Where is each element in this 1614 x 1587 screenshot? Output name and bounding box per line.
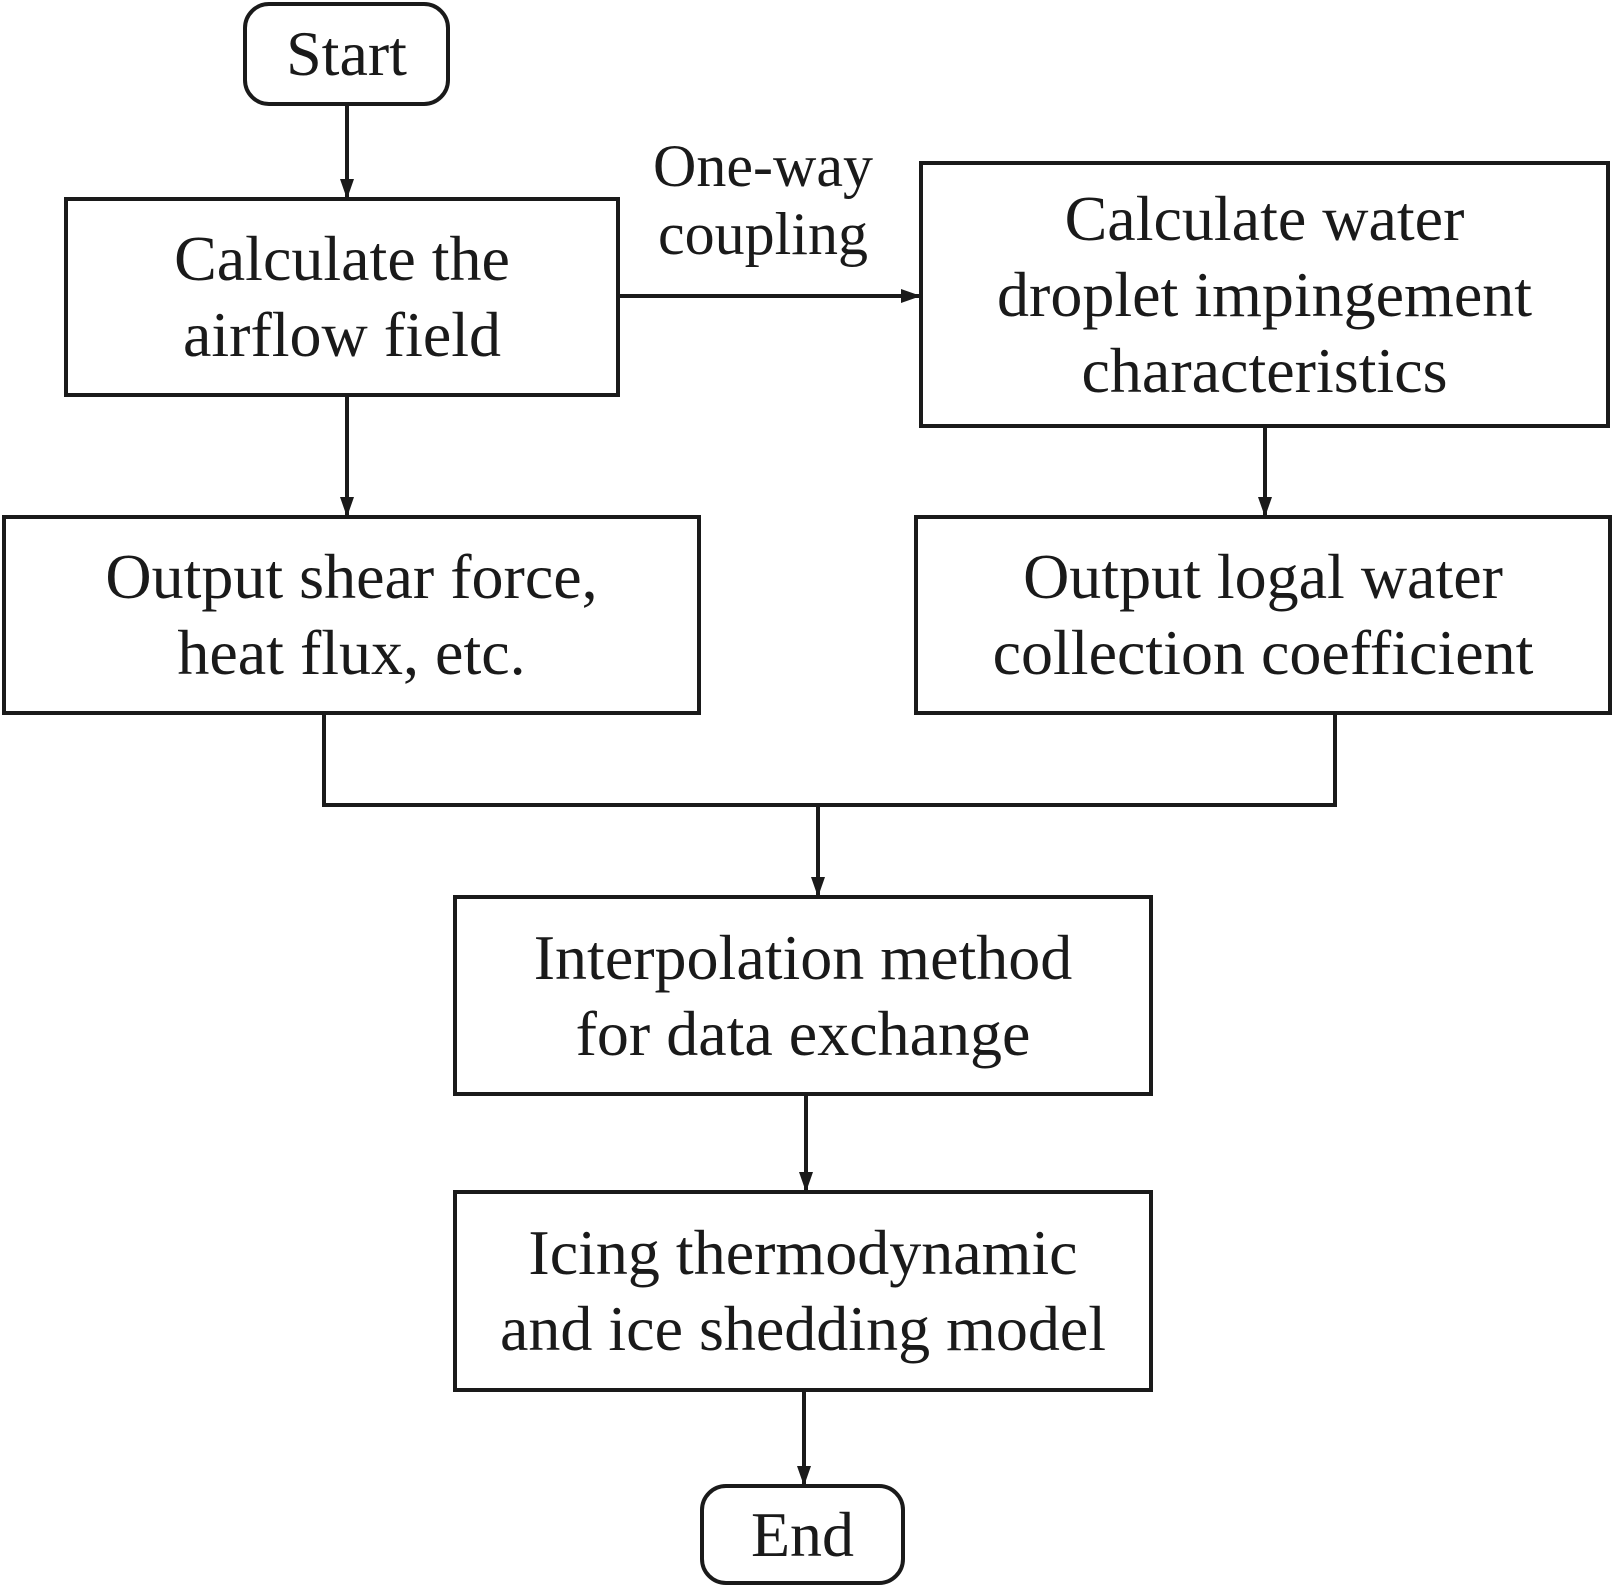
coupling-edge-label: One-way coupling [653,133,873,267]
collection-output-box [914,515,1612,715]
edge-merge-outputs [322,713,1337,807]
airflow-label: Calculate the airflow field [174,223,510,370]
end-terminal [700,1484,905,1585]
interpolation-process-box [453,895,1153,1096]
end-label: End [750,1498,855,1570]
icing-label: Icing thermodynamic and ice shedding mod… [499,1217,1107,1364]
interpolation-label: Interpolation method for data exchange [533,921,1073,1069]
shear-label: Output shear force, heat flux, etc. [105,541,598,688]
shear-output-box [2,515,701,715]
collection-label: Output logal water collection coefficien… [992,541,1534,688]
droplet-label: Calculate water droplet impingement char… [997,182,1532,406]
start-label: Start [286,18,407,89]
